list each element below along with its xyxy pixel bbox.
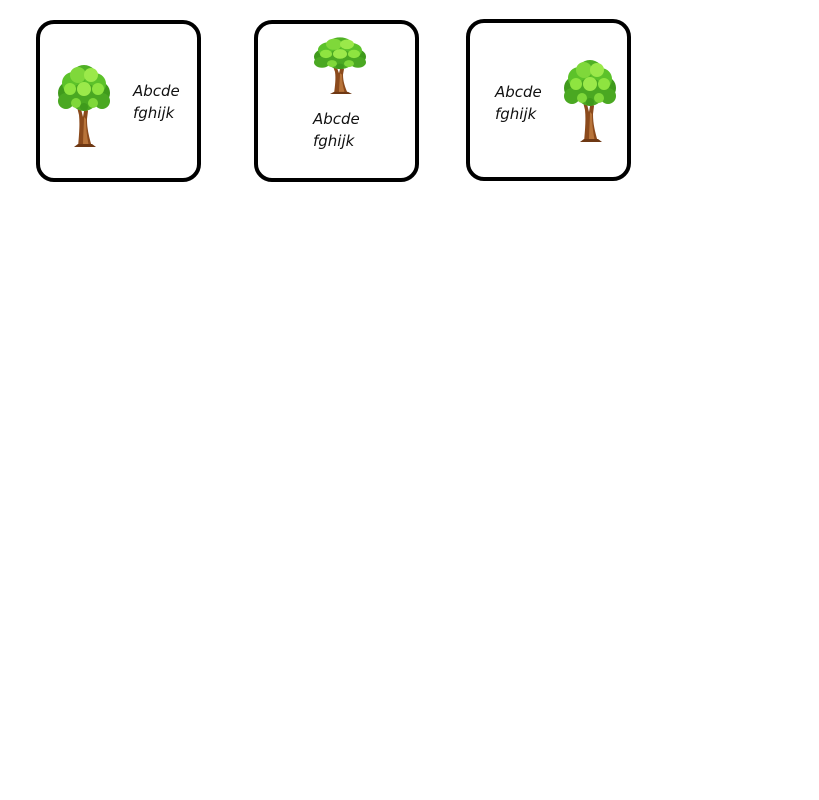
- card-label: Abcde fghijk: [495, 81, 542, 125]
- tree-icon: [310, 36, 370, 94]
- card-3[interactable]: Abcde fghijk: [466, 19, 631, 181]
- card-label: Abcde fghijk: [313, 108, 360, 152]
- card-label-line1: Abcde: [495, 83, 542, 101]
- card-label-line2: fghijk: [313, 132, 355, 150]
- tree-icon: [54, 63, 114, 147]
- card-label-line2: fghijk: [133, 104, 175, 122]
- card-label: Abcde fghijk: [133, 80, 180, 124]
- card-label-line1: Abcde: [133, 82, 180, 100]
- card-2[interactable]: Abcde fghijk: [254, 20, 419, 182]
- card-label-line2: fghijk: [495, 105, 537, 123]
- card-label-line1: Abcde: [313, 110, 360, 128]
- card-1[interactable]: Abcde fghijk: [36, 20, 201, 182]
- tree-icon: [560, 58, 620, 142]
